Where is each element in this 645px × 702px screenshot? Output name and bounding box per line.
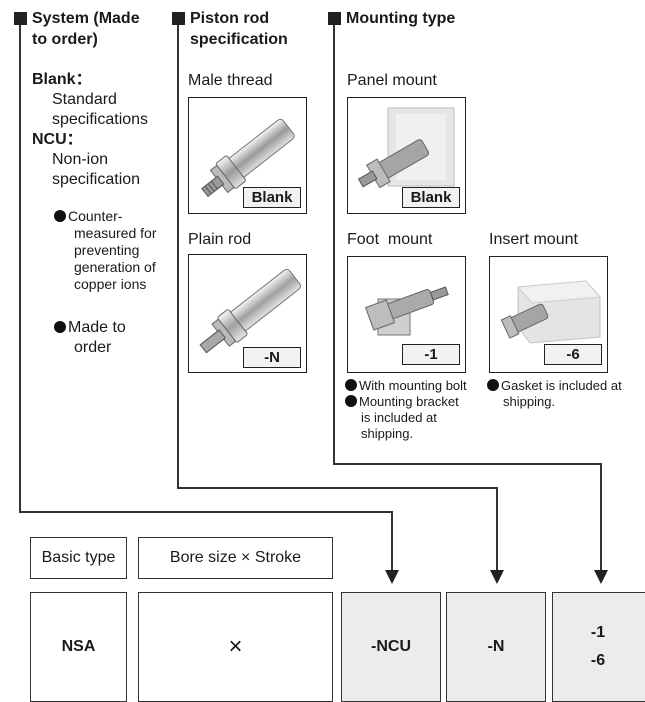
system-cell: -NCU xyxy=(341,592,441,702)
system-arrow-icon xyxy=(385,570,399,584)
mounting-connector-horizontal xyxy=(333,463,601,465)
system-connector-vertical xyxy=(19,25,21,512)
plain-rod-photo: -N xyxy=(188,254,307,373)
bore-stroke-header: Bore size × Stroke xyxy=(138,537,333,579)
male-thread-code: Blank xyxy=(243,187,301,208)
basic-type-header: Basic type xyxy=(30,537,127,579)
bullet-icon xyxy=(345,379,357,391)
male-thread-label: Male thread xyxy=(188,72,273,89)
ncu-key: NCU： xyxy=(32,131,83,148)
foot-mount-code: -1 xyxy=(402,344,460,365)
ncu-desc: Non-ion specification xyxy=(52,151,141,188)
header-square-icon xyxy=(172,12,185,25)
foot-mount-notes: With mounting bolt Mounting bracket is i… xyxy=(345,378,495,442)
mounting-arrow-icon xyxy=(594,570,608,584)
mounting-cell-value-2: -6 xyxy=(590,652,606,669)
ncu-bullet-2: Made to order xyxy=(54,318,179,358)
foot-mount-image xyxy=(364,286,449,336)
mounting-cell: -1 -6 xyxy=(552,592,645,702)
bore-stroke-cell: × xyxy=(138,592,333,702)
header-square-icon xyxy=(328,12,341,25)
system-connector-drop xyxy=(391,511,393,571)
bullet-icon xyxy=(345,395,357,407)
basic-type-cell: NSA xyxy=(30,592,127,702)
piston-connector-horizontal xyxy=(177,487,497,489)
foot-mount-photo: -1 xyxy=(347,256,466,373)
panel-mount-photo: Blank xyxy=(347,97,466,214)
bullet-icon xyxy=(54,321,66,333)
system-connector-horizontal xyxy=(19,511,392,513)
piston-connector-drop xyxy=(496,487,498,571)
plain-rod-code: -N xyxy=(243,347,301,368)
cylinder-male-thread-image xyxy=(201,118,295,198)
mounting-connector-drop xyxy=(600,463,602,571)
header-square-icon xyxy=(14,12,27,25)
foot-mount-label: Foot mount xyxy=(347,231,433,248)
piston-arrow-icon xyxy=(490,570,504,584)
system-options: Blank： Standard specifications NCU： Non-… xyxy=(32,70,177,190)
insert-mount-image xyxy=(500,280,602,344)
panel-mount-image xyxy=(357,107,455,189)
insert-mount-code: -6 xyxy=(544,344,602,365)
mounting-connector-vertical xyxy=(333,25,335,464)
bullet-icon xyxy=(54,210,66,222)
insert-mount-photo: -6 xyxy=(489,256,608,373)
blank-desc: Standard specifications xyxy=(52,91,149,128)
piston-rod-cell: -N xyxy=(446,592,546,702)
cylinder-plain-rod-image xyxy=(199,268,301,354)
blank-key: Blank： xyxy=(32,71,92,88)
piston-rod-title: Piston rod specification xyxy=(190,10,288,48)
piston-connector-vertical xyxy=(177,25,179,488)
plain-rod-label: Plain rod xyxy=(188,231,252,248)
panel-mount-label: Panel mount xyxy=(347,72,437,89)
panel-mount-code: Blank xyxy=(402,187,460,208)
insert-mount-label: Insert mount xyxy=(489,231,578,248)
mounting-type-title: Mounting type xyxy=(346,10,456,27)
male-thread-photo: Blank xyxy=(188,97,307,214)
system-title: System (Made to order) xyxy=(32,10,140,48)
insert-mount-notes: Gasket is included at shipping. xyxy=(487,378,645,410)
mounting-cell-value-1: -1 xyxy=(590,624,606,641)
ncu-bullet-1: Counter- measured for preventing generat… xyxy=(54,208,179,293)
bullet-icon xyxy=(487,379,499,391)
